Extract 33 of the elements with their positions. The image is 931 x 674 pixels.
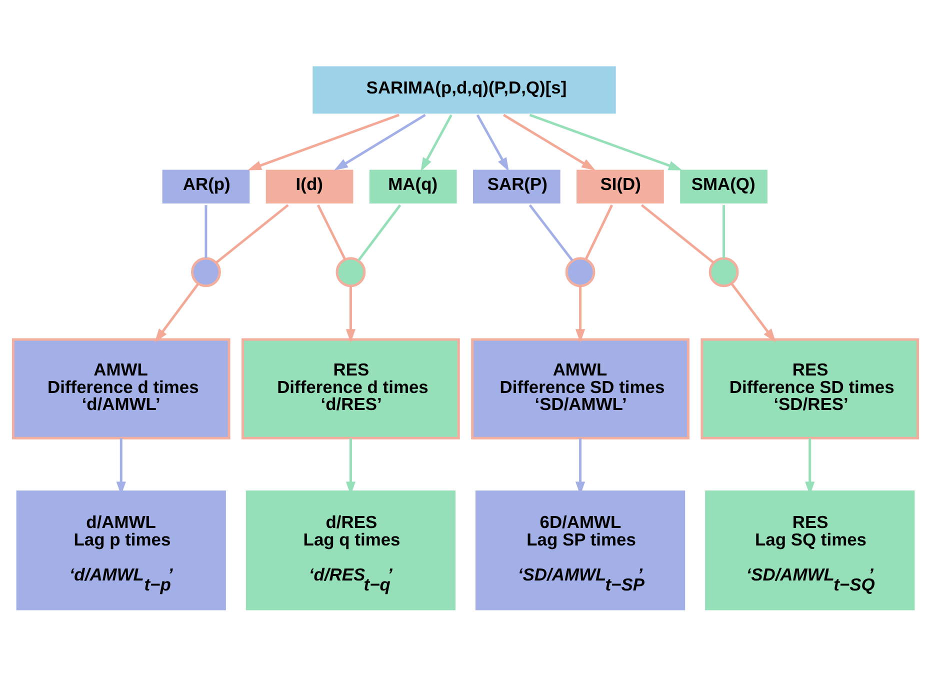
- node-box: SMA(Q): [678, 167, 770, 206]
- node-circle: [565, 257, 596, 288]
- node-circle: [191, 257, 221, 288]
- connector: [316, 204, 346, 260]
- arrow: [476, 114, 509, 172]
- arrow: [575, 286, 586, 343]
- arrow: [154, 283, 200, 342]
- node-box: SARIMA(p,d,q)(P,D,Q)[s]: [310, 64, 618, 116]
- node-box: RES Difference d times ‘d/RES’: [242, 338, 460, 440]
- arrow: [502, 114, 596, 170]
- node-box: AMWL Difference SD times ‘SD/AMWL’: [471, 338, 690, 440]
- arrow: [334, 114, 426, 170]
- node-box: MA(q): [366, 167, 460, 206]
- connector: [584, 204, 614, 260]
- connector: [215, 204, 289, 264]
- node-box: SAR(P): [470, 167, 563, 206]
- connector: [528, 204, 574, 262]
- connector: [640, 204, 714, 264]
- connector: [204, 205, 208, 258]
- connector: [722, 205, 726, 258]
- node-box: RES Difference SD times ‘SD/RES’: [700, 338, 920, 440]
- arrow: [346, 286, 356, 343]
- node-box: AR(p): [160, 167, 252, 206]
- node-circle: [708, 257, 739, 288]
- node-box: SI(D): [574, 167, 666, 206]
- node-box: AMWL Difference d times ‘d/AMWL’: [12, 338, 230, 440]
- arrow: [529, 114, 682, 170]
- arrow: [730, 283, 776, 342]
- node-box: I(d): [263, 167, 356, 206]
- node-circle: [336, 257, 366, 288]
- connector: [358, 204, 402, 262]
- arrow: [248, 114, 400, 170]
- arrow: [420, 114, 452, 172]
